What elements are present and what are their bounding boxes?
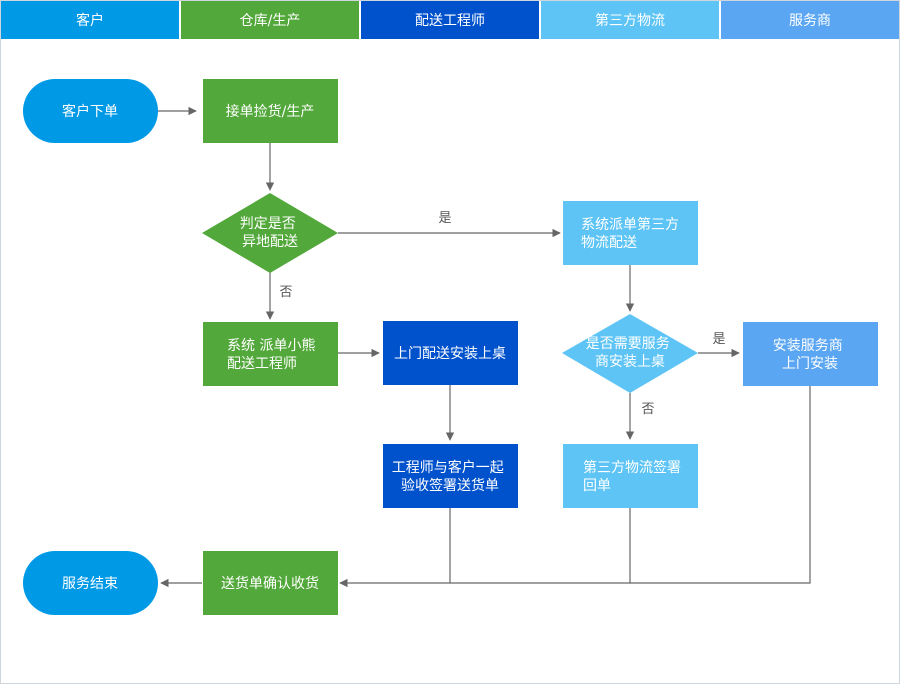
node-text-logistics-sign: 第三方物流签署 回单 (583, 459, 685, 494)
edge-provider-to-confirm (339, 386, 811, 588)
node-text-customer-order: 客户下单 (62, 103, 118, 120)
node-text-pick-produce: 接单捡货/生产 (226, 103, 315, 120)
connectors (158, 106, 811, 588)
lane-label-3: 配送工程师 (415, 13, 485, 29)
lane-header-3 (361, 1, 539, 39)
node-text-need-install: 是否需要服务 商安装上桌 (586, 336, 674, 370)
terminal-customer-order (23, 79, 158, 143)
node-text-provider-install: 安装服务商 上门安装 (773, 338, 847, 372)
decision-remote-check (202, 193, 338, 273)
edge-label-yes-install: 是 (712, 332, 725, 347)
process-sign-receipt (383, 444, 518, 508)
lane-label-2: 仓库/生产 (240, 13, 301, 29)
node-text-door-install: 上门配送安装上桌 (394, 346, 506, 362)
process-logistics-sign (563, 444, 698, 508)
edge-label-no-install: 否 (641, 402, 654, 417)
node-text-dispatch-engineer: 系统 派单小熊 配送工程师 (227, 338, 320, 372)
node-text-remote-check: 判定是否 异地配送 (240, 216, 300, 250)
process-dispatch-engineer (203, 322, 338, 386)
process-confirm-receipt (203, 551, 338, 615)
node-text-confirm-receipt: 送货单确认收货 (221, 575, 319, 592)
terminal-service-end (23, 551, 158, 615)
lane-label-1: 客户 (76, 12, 104, 29)
process-pick-produce (203, 79, 338, 143)
lane-header-4 (541, 1, 719, 39)
lane-label-4: 第三方物流 (595, 12, 665, 29)
edge-label-no-remote: 否 (279, 285, 292, 300)
node-text-dispatch-3pl: 系统派单第三方 物流配送 (581, 216, 683, 251)
lane-label-5: 服务商 (789, 13, 831, 29)
lane-header-5 (721, 1, 899, 39)
lane-header-1 (1, 1, 179, 39)
swimlane-header: 客户 仓库/生产 配送工程师 第三方物流 服务商 (1, 1, 899, 39)
process-door-install (383, 321, 518, 385)
edge-label-yes-remote: 是 (438, 211, 451, 226)
flow-nodes (23, 79, 878, 615)
node-text-service-end: 服务结束 (62, 576, 118, 592)
process-provider-install (743, 322, 878, 386)
process-dispatch-3pl (563, 201, 698, 265)
decision-need-install (562, 314, 698, 393)
node-text-sign-receipt: 工程师与客户一起 验收签署送货单 (392, 459, 508, 494)
lane-header-2 (181, 1, 359, 39)
